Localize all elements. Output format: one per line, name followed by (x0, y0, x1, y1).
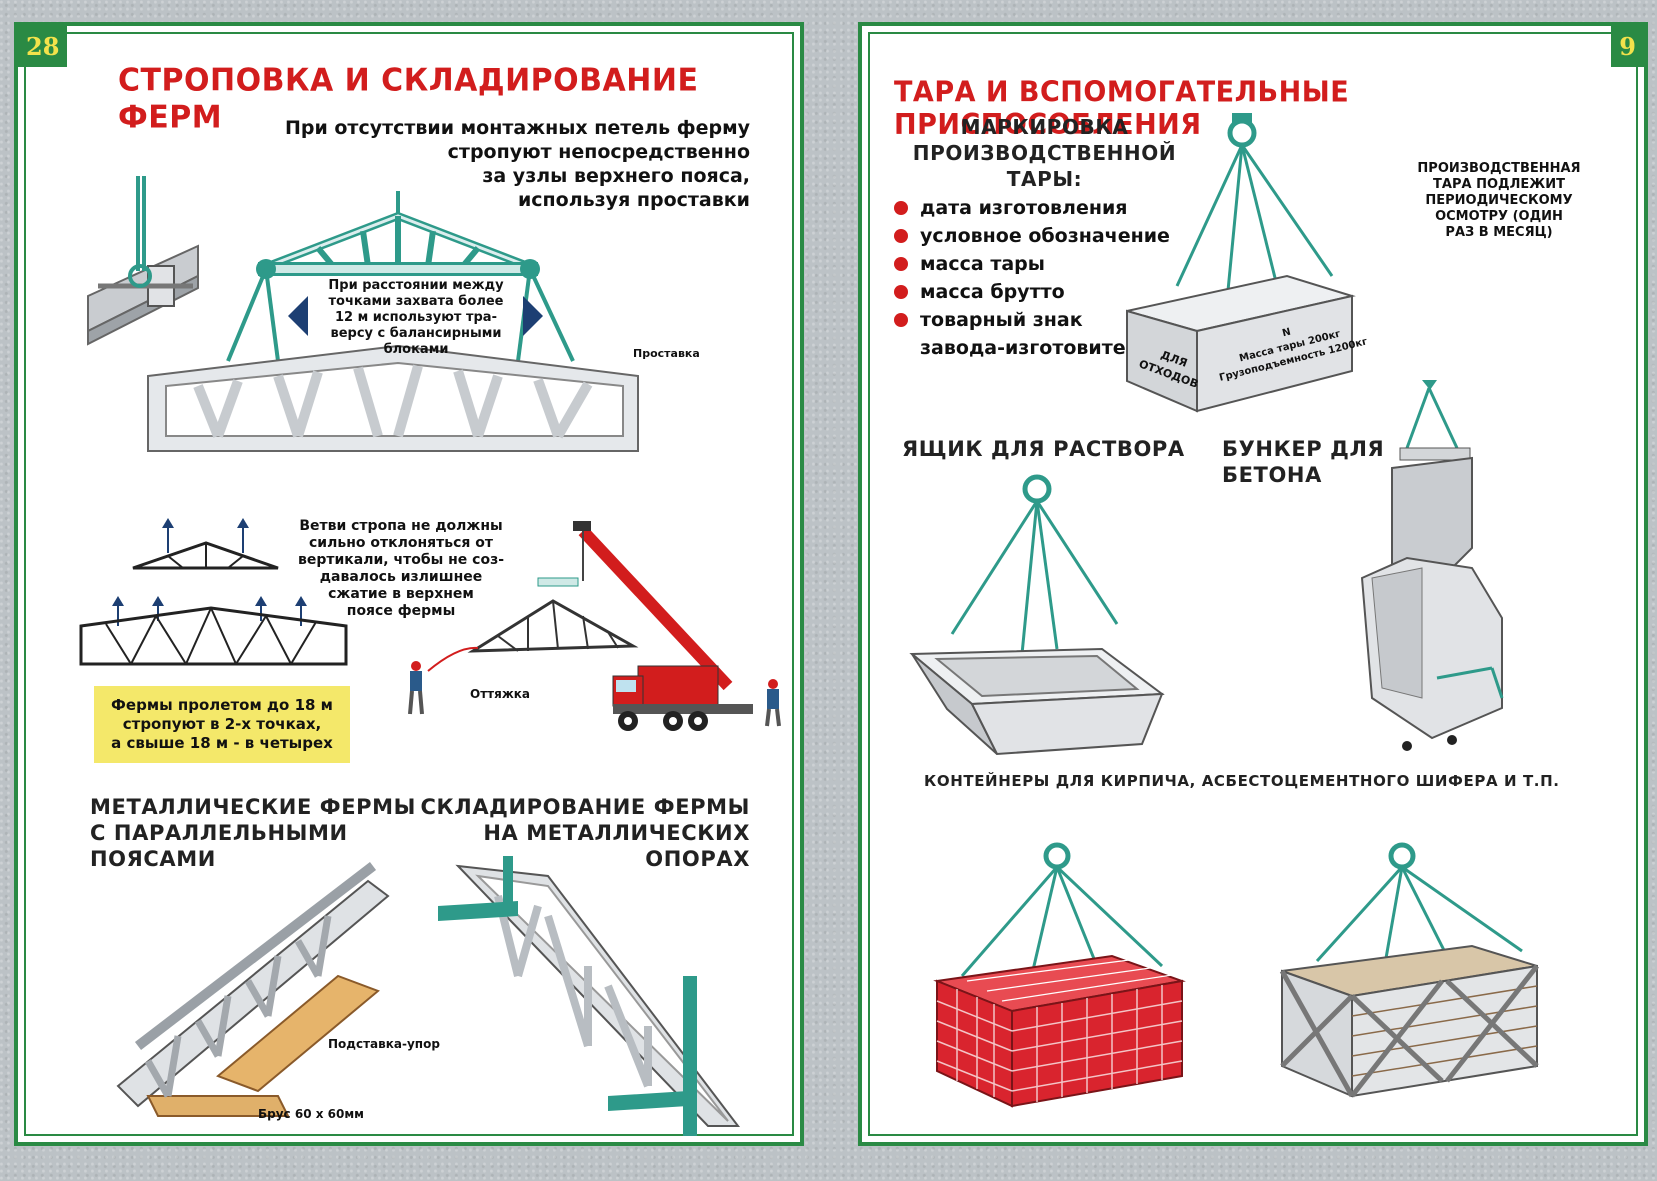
truss-storage-illustration (438, 856, 741, 1136)
yellow-line: Фермы пролетом до 18 м (111, 696, 333, 714)
section-metal-line: МЕТАЛЛИЧЕСКИЕ ФЕРМЫ (90, 795, 417, 819)
sling-line: давалось излишнее (319, 569, 483, 585)
traverse-line: При расстоянии между (328, 278, 504, 293)
traverse-line: блоками (383, 342, 449, 357)
bunker-label-line: БЕТОНА (1222, 463, 1322, 487)
concrete-bunker-illustration (1360, 380, 1504, 751)
inspection-line: ПРОИЗВОДСТВЕННАЯ (1417, 161, 1581, 176)
mortar-box-illustration (909, 474, 1165, 756)
marking-item-text: масса тары (920, 253, 1045, 275)
inspection-line: РАЗ В МЕСЯЦ) (1445, 225, 1553, 240)
traverse-line: версу с балансирными (330, 326, 502, 341)
marking-item: масса тары (892, 250, 1170, 278)
label-beam: Брус 60 х 60мм (258, 1107, 364, 1121)
section-storage-line: ОПОРАХ (645, 847, 750, 871)
bunker-label-line: БУНКЕР ДЛЯ (1222, 437, 1385, 461)
marking-heading-line: ПРОИЗВОДСТВЕННОЙ ТАРЫ: (912, 141, 1177, 191)
hook-detail-illustration (87, 176, 199, 346)
label-spacer: Проставка (633, 347, 700, 360)
label-stand: Подставка-упор (328, 1037, 440, 1051)
page-title-right: ТАРА И ВСПОМОГАТЕЛЬНЫЕ ПРИСПОСОБЛЕНИЯ (894, 76, 1350, 142)
yellow-line: стропуют в 2-х точках, (122, 715, 322, 733)
marking-heading: МАРКИРОВКА ПРОИЗВОДСТВЕННОЙ ТАРЫ: (887, 114, 1202, 192)
inspection-line: ОСМОТРУ (ОДИН (1435, 209, 1563, 224)
section-metal-line: ПОЯСАМИ (90, 847, 216, 871)
parallel-truss-illustration (116, 862, 390, 1117)
marking-item: условное обозначение (892, 222, 1170, 250)
bunker-label: БУНКЕР ДЛЯ БЕТОНА (1222, 436, 1384, 488)
page-number-left: 28 (18, 26, 68, 67)
sling-line: поясе фермы (346, 603, 456, 619)
page-number-right: 9 (1611, 26, 1644, 67)
bullet-dot-icon (894, 257, 908, 271)
slate-container-illustration (1279, 842, 1539, 1098)
crane-illustration (408, 521, 781, 731)
marking-item: завода-изготовителя (892, 334, 1170, 362)
intro-line: за узлы верхнего пояса, (482, 165, 750, 187)
section-storage-line: НА МЕТАЛЛИЧЕСКИХ (483, 821, 750, 845)
traverse-note: При расстоянии между точками захвата бол… (316, 278, 516, 358)
marking-item: масса брутто (892, 278, 1170, 306)
sling-line: Ветви стропа не должны (299, 518, 503, 534)
containers-label: КОНТЕЙНЕРЫ ДЛЯ КИРПИЧА, АСБЕСТОЦЕМЕНТНОГ… (924, 772, 1560, 790)
section-metal-trusses: МЕТАЛЛИЧЕСКИЕ ФЕРМЫ С ПАРАЛЛЕЛЬНЫМИ ПОЯС… (90, 794, 416, 872)
label-guy-rope: Оттяжка (470, 687, 530, 701)
sling-line: сжатие в верхнем (328, 586, 474, 602)
marking-heading-line: МАРКИРОВКА (960, 115, 1129, 139)
marking-item-text: завода-изготовителя (920, 337, 1152, 359)
sling-line: вертикали, чтобы не соз- (297, 552, 505, 568)
section-metal-line: С ПАРАЛЛЕЛЬНЫМИ (90, 821, 348, 845)
bullet-dot-icon (894, 285, 908, 299)
mortar-box-label: ЯЩИК ДЛЯ РАСТВОРА (902, 437, 1185, 461)
marking-item: товарный знак (892, 306, 1170, 334)
sling-line: сильно отклоняться от (308, 535, 493, 551)
intro-line: При отсутствии монтажных петель ферму (284, 117, 750, 139)
marking-item-text: товарный знак (920, 309, 1083, 331)
traverse-line: 12 м используют тра- (335, 310, 497, 325)
four-point-truss-illustration (79, 596, 348, 666)
intro-line: используя проставки (517, 189, 750, 211)
yellow-line: а свыше 18 м - в четырех (111, 734, 333, 752)
sling-note: Ветви стропа не должны сильно отклонятьс… (296, 518, 506, 620)
section-truss-storage: СКЛАДИРОВАНИЕ ФЕРМЫ НА МЕТАЛЛИЧЕСКИХ ОПО… (421, 794, 750, 872)
two-point-truss-illustration (132, 518, 279, 570)
inspection-line: ТАРА ПОДЛЕЖИТ (1433, 177, 1565, 192)
marking-item-text: дата изготовления (920, 197, 1128, 219)
right-page: 9 ТАРА И ВСПОМОГАТЕЛЬНЫЕ ПРИСПОСОБЛЕНИЯ … (858, 22, 1648, 1146)
truss-traverse-illustration (147, 191, 639, 452)
intro-line: стропуют непосредственно (447, 141, 750, 163)
bullet-dot-icon (894, 201, 908, 215)
marking-list: дата изготовления условное обозначение м… (892, 194, 1170, 362)
left-page: 28 СТРОПОВКА И СКЛАДИРОВАНИЕ ФЕРМ При от… (14, 22, 804, 1146)
brick-container-illustration (933, 842, 1186, 1108)
page-title-left: СТРОПОВКА И СКЛАДИРОВАНИЕ ФЕРМ (118, 62, 699, 136)
marking-item: дата изготовления (892, 194, 1170, 222)
inspection-line: ПЕРИОДИЧЕСКОМУ (1425, 193, 1573, 208)
traverse-line: точками захвата более (328, 294, 504, 309)
marking-item-text: условное обозначение (920, 225, 1170, 247)
waste-container-illustration (1126, 113, 1356, 413)
bullet-dot-icon (894, 313, 908, 327)
intro-text: При отсутствии монтажных петель ферму ст… (285, 116, 750, 212)
bullet-dot-icon (894, 229, 908, 243)
inspection-note: ПРОИЗВОДСТВЕННАЯ ТАРА ПОДЛЕЖИТ ПЕРИОДИЧЕ… (1404, 161, 1594, 241)
marking-item-text: масса брутто (920, 281, 1065, 303)
yellow-note: Фермы пролетом до 18 м стропуют в 2-х то… (94, 686, 350, 763)
section-storage-line: СКЛАДИРОВАНИЕ ФЕРМЫ (420, 795, 750, 819)
